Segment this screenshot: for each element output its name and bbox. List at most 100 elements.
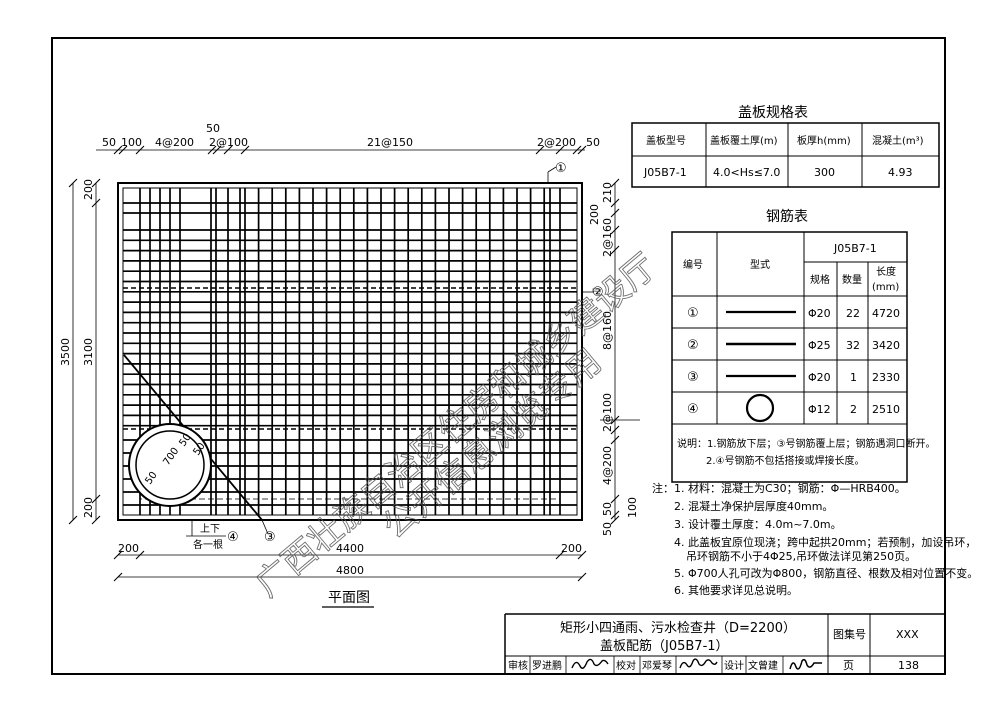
design-signature: [789, 658, 822, 670]
top-ticks-mark-6: [223, 145, 233, 155]
rebar-grid: [123, 188, 577, 515]
right-dim-ticks: [610, 178, 620, 525]
check-label: 校对: [616, 659, 636, 672]
rebar-header-group: J05B7-1: [833, 242, 877, 255]
note-2: 2. 混凝土净保护层厚度40mm。: [674, 499, 833, 513]
top-ticks-mark-1: [113, 145, 123, 155]
design-name: 文曾建: [748, 659, 778, 672]
right-ticks-mark-7: [610, 425, 620, 435]
rebar-header-spec: 规格: [810, 273, 830, 286]
rebar-note-2: 2.④号钢筋不包括搭接或焊接长度。: [706, 454, 865, 467]
left-ticks-mark-2: [68, 515, 78, 525]
rebar-header-id: 编号: [683, 258, 703, 271]
left-dim-ticks: [68, 178, 101, 525]
rebar-row-3-id: ③: [687, 370, 699, 385]
drawing-title-line2: 盖板配筋（J05B7-1）: [600, 638, 729, 654]
callout-1: ①: [555, 161, 567, 176]
rebar-shape-ring: [745, 393, 775, 423]
right-dim-9: 50: [601, 522, 614, 536]
note-4: 4. 此盖板宜原位现浇；跨中起拱20mm；若预制，加设吊环，: [674, 535, 976, 549]
rebar-row-1-len: 4720: [872, 307, 900, 320]
callout-4: ④: [227, 530, 239, 545]
top-dim-6: 21@150: [367, 136, 413, 149]
right-dim-2: 200: [588, 204, 601, 225]
page-value: 138: [898, 659, 919, 672]
rebar-row-3-spec: Φ20: [808, 371, 831, 384]
rebar-row: ④ Φ12 2 2510: [687, 393, 900, 423]
general-notes: 注：1. 材料：混凝土为C30；钢筋：Φ—HRB400。 2. 混凝土净保护层厚…: [652, 481, 978, 597]
right-dim-6: 4@200: [601, 446, 614, 485]
rebar-table-border: [671, 231, 908, 483]
atlas-value: XXX: [896, 628, 919, 641]
sheet-border: [51, 37, 946, 675]
spec-table-border: [631, 122, 940, 188]
rebar-row-4-spec: Φ12: [808, 403, 831, 416]
note-4b: 吊环钢筋不小于4Φ25,吊环做法详见第250页。: [686, 549, 916, 563]
spec-cell-concrete: 4.93: [888, 166, 913, 179]
spec-header-model: 盖板型号: [646, 134, 686, 147]
bottom-ticks-mark-4: [577, 550, 587, 560]
top-ticks-mark-4: [207, 145, 217, 155]
callout-4-bottom-label: 各一根: [193, 538, 223, 551]
bottom-dim-3: 200: [561, 542, 582, 555]
bottom-ticks-mark-3: [555, 550, 565, 560]
spec-header-cover: 盖板覆土厚(m): [710, 134, 778, 147]
plan-view: 50 700 50 50 50 100 4@200 50 2@100 21@15…: [59, 122, 640, 608]
right-dim-3: 2@160: [601, 218, 614, 257]
bottom-ticks-mark-2: [135, 550, 145, 560]
rebar-row-4-id: ④: [687, 402, 699, 417]
review-signature: [571, 658, 609, 669]
bottom-ticks-mark-2: [577, 572, 587, 582]
right-dim-8: 100: [626, 497, 639, 518]
rebar-row: ② Φ25 32 3420: [687, 338, 900, 353]
rebar-row-4-qty: 2: [850, 403, 857, 416]
left-ticks-mark-1: [68, 178, 78, 188]
right-ticks-mark-11: [610, 515, 620, 525]
right-dim-4: 8@160: [601, 311, 614, 350]
rebar-table: 钢筋表 编号 型式 J05B7-1 规格 数量 长度 (mm) ① Φ20 22…: [671, 208, 936, 483]
top-ticks-mark-9: [555, 145, 565, 155]
bottom-dim-2: 4400: [336, 542, 364, 555]
atlas-label: 图集号: [833, 627, 866, 641]
top-dim-2: 100: [121, 136, 142, 149]
left-dim-2: 3100: [82, 338, 95, 366]
note-1: 注：1. 材料：混凝土为C30；钢筋：Φ—HRB400。: [652, 481, 906, 495]
title-block: 矩形小四通雨、污水检查井（D=2200） 盖板配筋（J05B7-1） 图集号 X…: [504, 613, 945, 674]
top-ticks-mark-11: [577, 145, 587, 155]
right-dim-5: 2@100: [601, 393, 614, 432]
callout-4-top-label: 上下: [200, 523, 220, 535]
top-ticks-mark-7: [240, 145, 250, 155]
drawing-title-line1: 矩形小四通雨、污水检查井（D=2200）: [560, 621, 796, 636]
callout-3: ③: [264, 530, 276, 545]
left-ticks-mark-2: [91, 198, 101, 208]
manhole-outer: [128, 423, 212, 507]
top-ticks-mark-10: [572, 145, 582, 155]
right-ticks-mark-2: [610, 198, 620, 208]
bottom-ticks-mark-1: [113, 572, 123, 582]
rebar-header-len-unit: (mm): [872, 282, 899, 293]
right-ticks-mark-8: [610, 435, 620, 445]
spec-header-concrete: 混凝土(m³): [872, 134, 924, 147]
bottom-ticks-mark-1: [113, 550, 123, 560]
top-dim-8: 50: [586, 136, 600, 149]
right-ticks-mark-9: [610, 494, 620, 504]
rebar-table-title: 钢筋表: [766, 208, 808, 225]
callout-2: ②: [592, 285, 604, 300]
rebar-row-2-qty: 32: [846, 339, 860, 352]
right-dim-7: 50: [601, 502, 614, 516]
left-dim-4: 200: [82, 497, 95, 518]
design-label: 设计: [724, 659, 744, 672]
spec-cell-model: J05B7-1: [643, 166, 687, 179]
right-ticks-mark-5: [610, 245, 620, 255]
bottom-dim-ticks: [113, 550, 587, 582]
top-dim-ticks: [113, 145, 587, 155]
rebar-row-1-spec: Φ20: [808, 307, 831, 320]
callout-1-leader-2: [547, 166, 557, 173]
rebar-header-shape: 型式: [750, 258, 770, 271]
left-ticks-mark-3: [91, 494, 101, 504]
rebar-row-1-id: ①: [687, 306, 699, 321]
rebar-row: ① Φ20 22 4720: [687, 306, 900, 321]
rebar-row-3-qty: 1: [850, 371, 857, 384]
